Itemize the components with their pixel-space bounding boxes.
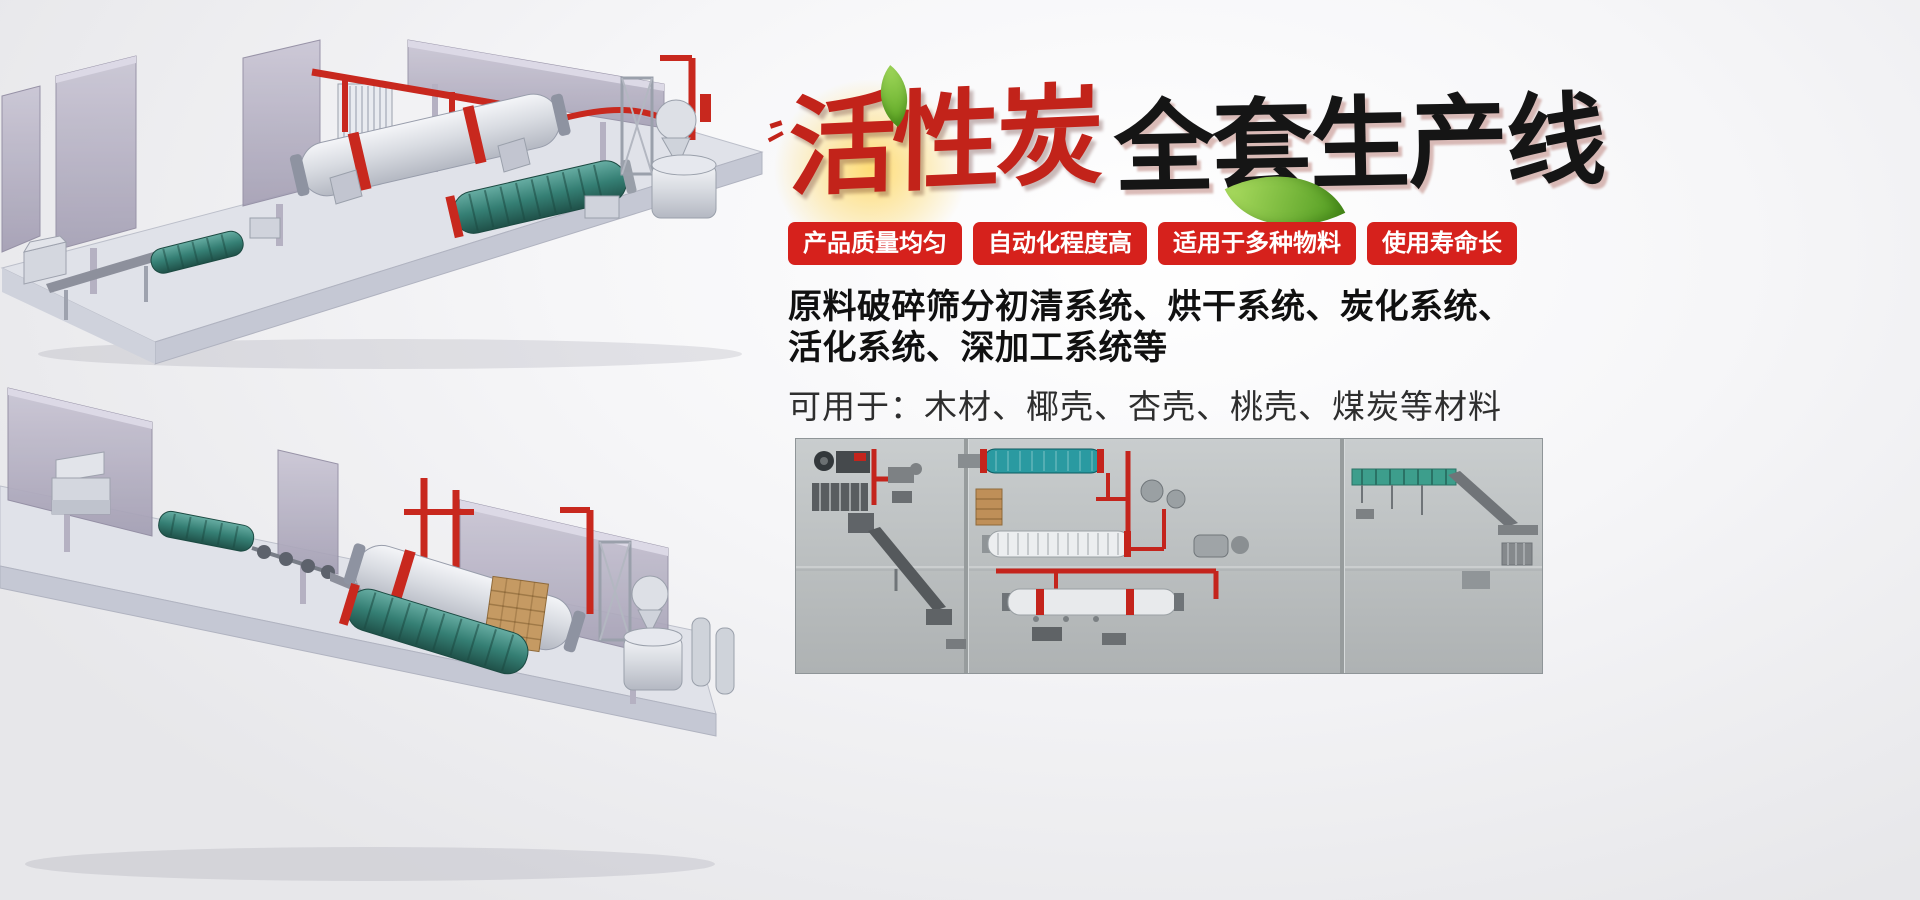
feed-conveyor — [46, 244, 184, 320]
partition-walls — [7, 387, 669, 704]
packing-conveyor-right — [1351, 468, 1538, 589]
materials-description: 可用于：木材、椰壳、杏壳、桃壳、煤炭等材料 — [788, 387, 1502, 425]
systems-line-1: 原料破碎筛分初清系统、烘干系统、炭化系统、 — [788, 288, 1513, 326]
feature-badge-automation: 自动化程度高 — [973, 222, 1147, 265]
small-machines-bottom — [946, 627, 1126, 649]
production-line-drawing-bottom — [0, 387, 735, 881]
feature-badge-list: 产品质量均匀 自动化程度高 适用于多种物料 使用寿命长 — [788, 222, 1558, 265]
ground-shadow — [25, 847, 715, 881]
screw-conveyor — [251, 545, 335, 579]
feature-badge-lifespan: 使用寿命长 — [1367, 222, 1517, 265]
crusher-feeder-unit — [51, 451, 111, 515]
storage-silos — [691, 617, 735, 695]
systems-description: 原料破碎筛分初清系统、烘干系统、炭化系统、 活化系统、深加工系统等 — [788, 287, 1558, 370]
feature-badge-materials: 适用于多种物料 — [1158, 222, 1356, 265]
production-line-drawing-top — [0, 39, 764, 369]
rotary-dryer-drum — [289, 93, 571, 197]
feed-hopper — [22, 235, 67, 285]
production-line-panorama — [795, 438, 1543, 674]
partition-wall-edges — [964, 439, 1345, 673]
page-title: 活性炭全套生产线 — [769, 65, 1605, 256]
hero-content: 活性炭全套生产线 产品质量均匀 自动化程度高 适用于多种物料 使用寿命长 原料破… — [736, 44, 1605, 428]
dryer-support-legs — [329, 137, 531, 205]
brick-kiln-block — [975, 488, 1003, 526]
ground-shadow — [38, 339, 742, 369]
production-line-render-top — [0, 0, 775, 378]
red-pipe-network — [996, 451, 1219, 599]
red-piping — [404, 478, 594, 614]
title-highlight: 活性炭 — [787, 74, 1101, 209]
small-equipment — [249, 195, 620, 239]
systems-line-2: 活化系统、深加工系统等 — [788, 329, 1168, 368]
cyclone-separators — [1140, 479, 1249, 558]
feature-badge-quality: 产品质量均匀 — [788, 222, 962, 265]
feed-crusher-cluster — [812, 449, 922, 511]
screening-drum — [150, 230, 244, 274]
activation-drum — [338, 582, 529, 675]
screening-drum — [158, 510, 255, 552]
carbonization-furnace — [620, 76, 717, 219]
production-line-render-bottom — [0, 382, 760, 900]
carbonization-drum-top — [958, 448, 1104, 474]
title-rest: 全套生产线 — [1113, 84, 1605, 206]
panorama-drawing — [796, 439, 1542, 673]
incline-conveyor-left — [848, 513, 952, 625]
carbonization-furnace — [598, 540, 683, 691]
activation-drum-lower — [1002, 588, 1184, 622]
dryer-drum-middle — [982, 530, 1131, 558]
